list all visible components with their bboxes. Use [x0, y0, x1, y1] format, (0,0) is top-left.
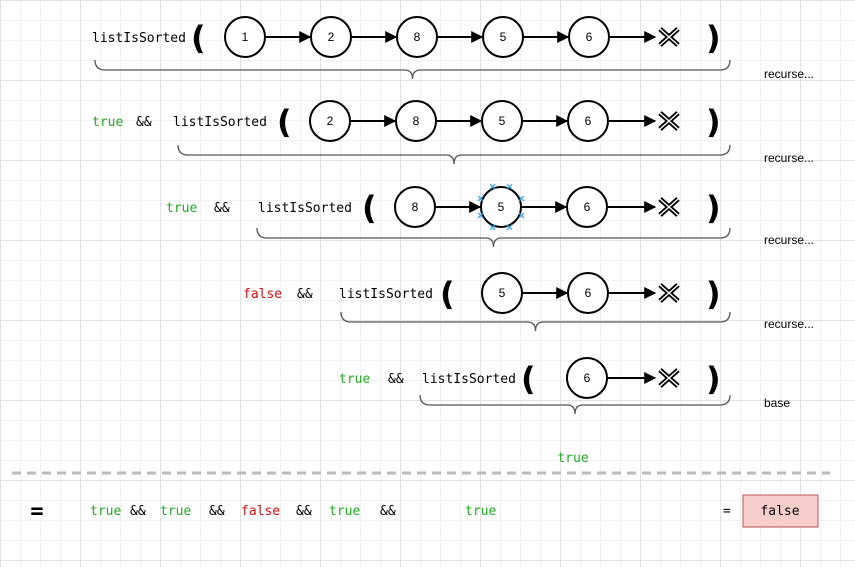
function-name: listIsSorted: [92, 31, 186, 46]
recurse-label: recurse...: [764, 151, 814, 165]
summary-term: true: [160, 504, 191, 519]
list-node: 5: [481, 272, 523, 314]
list-node: 1: [224, 16, 266, 58]
selection-handle[interactable]: [506, 183, 513, 190]
recurse-label: recurse...: [764, 67, 814, 81]
base-label: base: [764, 396, 790, 410]
curly-brace: [419, 394, 731, 415]
and-operator: &&: [388, 372, 404, 387]
node-value: 5: [498, 200, 505, 214]
close-paren: ): [706, 275, 721, 313]
list-node: 6: [567, 272, 609, 314]
recurse-label: recurse...: [764, 233, 814, 247]
list-node: 5: [482, 16, 524, 58]
node-value: 5: [500, 30, 507, 44]
curly-brace: [94, 59, 731, 80]
close-paren: ): [706, 19, 721, 57]
selection-handle[interactable]: [518, 195, 525, 202]
close-paren: ): [706, 360, 721, 398]
function-name: listIsSorted: [339, 287, 433, 302]
selection-handle[interactable]: [477, 212, 484, 219]
selection-handle[interactable]: [506, 224, 513, 231]
open-paren: (: [440, 275, 455, 313]
function-name: listIsSorted: [258, 201, 352, 216]
node-value: 6: [585, 114, 592, 128]
null-x-icon: [658, 197, 680, 217]
open-paren: (: [521, 360, 536, 398]
function-name: listIsSorted: [173, 115, 267, 130]
summary-term: false: [241, 504, 280, 519]
selection-handle[interactable]: [489, 183, 496, 190]
result-box: [742, 494, 819, 528]
base-result: true: [557, 451, 588, 466]
null-x-icon: [658, 283, 680, 303]
list-node: 8: [395, 100, 437, 142]
summary-term: true: [90, 504, 121, 519]
list-node: 6: [566, 186, 608, 228]
equals-sign: =: [30, 499, 43, 524]
curly-brace: [340, 311, 731, 332]
recurse-label: recurse...: [764, 317, 814, 331]
and-operator: &&: [296, 504, 312, 519]
node-value: 6: [584, 371, 591, 385]
list-node: 2: [310, 16, 352, 58]
summary-term: true: [329, 504, 360, 519]
node-value: 5: [499, 114, 506, 128]
boolean-result: false: [243, 287, 282, 302]
node-value: 8: [413, 114, 420, 128]
null-x-icon: [658, 368, 680, 388]
result-value: false: [760, 504, 799, 519]
list-node: 5: [481, 100, 523, 142]
node-value: 8: [412, 200, 419, 214]
and-operator: &&: [214, 201, 230, 216]
and-operator: &&: [136, 115, 152, 130]
boolean-result: true: [339, 372, 370, 387]
selection-handle[interactable]: [477, 195, 484, 202]
summary-term: true: [465, 504, 496, 519]
open-paren: (: [362, 189, 377, 227]
recursion-row: true && listIsSorted (8 5 6) recurse...: [166, 183, 814, 248]
recursion-row: listIsSorted (1 2 8 5 6) recurse...: [92, 16, 814, 81]
node-value: 6: [584, 200, 591, 214]
recursion-row: false && listIsSorted (5 6) recurse...: [243, 272, 814, 332]
and-operator: &&: [297, 287, 313, 302]
list-node: 6: [567, 100, 609, 142]
null-x-icon: [658, 27, 680, 47]
close-paren: ): [706, 103, 721, 141]
list-node: 5: [477, 183, 525, 231]
result-equals: =: [723, 504, 731, 519]
function-name: listIsSorted: [422, 372, 516, 387]
node-value: 8: [414, 30, 421, 44]
list-node: 6: [566, 357, 608, 399]
open-paren: (: [277, 103, 292, 141]
node-value: 2: [327, 114, 334, 128]
list-node: 8: [394, 186, 436, 228]
list-node: 2: [309, 100, 351, 142]
recursion-row: true && listIsSorted (2 8 5 6) recurse...: [92, 100, 814, 165]
list-node: 6: [568, 16, 610, 58]
curly-brace: [177, 144, 731, 165]
list-node: 8: [396, 16, 438, 58]
node-value: 6: [585, 286, 592, 300]
selection-handle[interactable]: [489, 224, 496, 231]
recursion-row: true && listIsSorted (6) base: [339, 357, 790, 415]
and-operator: &&: [209, 504, 225, 519]
open-paren: (: [191, 19, 206, 57]
selection-handle[interactable]: [518, 212, 525, 219]
curly-brace: [256, 227, 731, 248]
node-value: 6: [586, 30, 593, 44]
and-operator: &&: [130, 504, 146, 519]
null-x-icon: [658, 111, 680, 131]
node-value: 5: [499, 286, 506, 300]
node-value: 1: [242, 30, 249, 44]
node-value: 2: [328, 30, 335, 44]
boolean-result: true: [166, 201, 197, 216]
and-operator: &&: [380, 504, 396, 519]
close-paren: ): [706, 189, 721, 227]
boolean-result: true: [92, 115, 123, 130]
